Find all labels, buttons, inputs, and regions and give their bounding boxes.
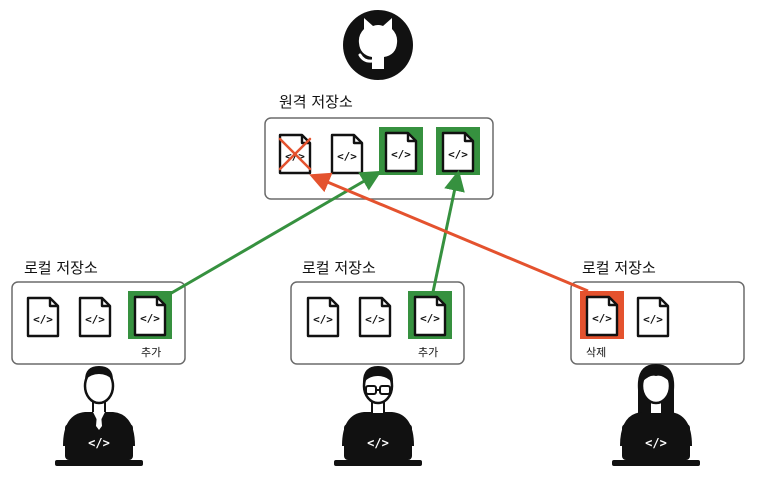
local-file-deleted xyxy=(580,291,624,339)
developer-icon xyxy=(332,366,424,468)
change-label: 추가 xyxy=(141,346,161,359)
local-file xyxy=(636,296,670,338)
remote-file-added xyxy=(436,127,480,175)
developer-icon xyxy=(53,366,145,468)
remote-repo-label: 원격 저장소 xyxy=(279,93,353,111)
developer-icon xyxy=(610,364,702,468)
push-arrow xyxy=(309,172,589,293)
local-file-added xyxy=(128,291,172,339)
local-file xyxy=(306,296,340,338)
local-file-added xyxy=(408,291,452,339)
remote-file xyxy=(330,133,364,175)
local-file xyxy=(26,296,60,338)
local-repo-label: 로컬 저장소 xyxy=(582,259,656,277)
change-label: 삭제 xyxy=(586,346,606,359)
remote-file-deleted xyxy=(278,133,312,175)
remote-file-added xyxy=(379,127,423,175)
push-arrow xyxy=(167,170,382,297)
change-label: 추가 xyxy=(418,346,438,359)
local-repo-label: 로컬 저장소 xyxy=(302,259,376,277)
local-repo-label: 로컬 저장소 xyxy=(24,259,98,277)
github-octocat-icon xyxy=(343,10,413,80)
local-file xyxy=(78,296,112,338)
local-file xyxy=(358,296,392,338)
